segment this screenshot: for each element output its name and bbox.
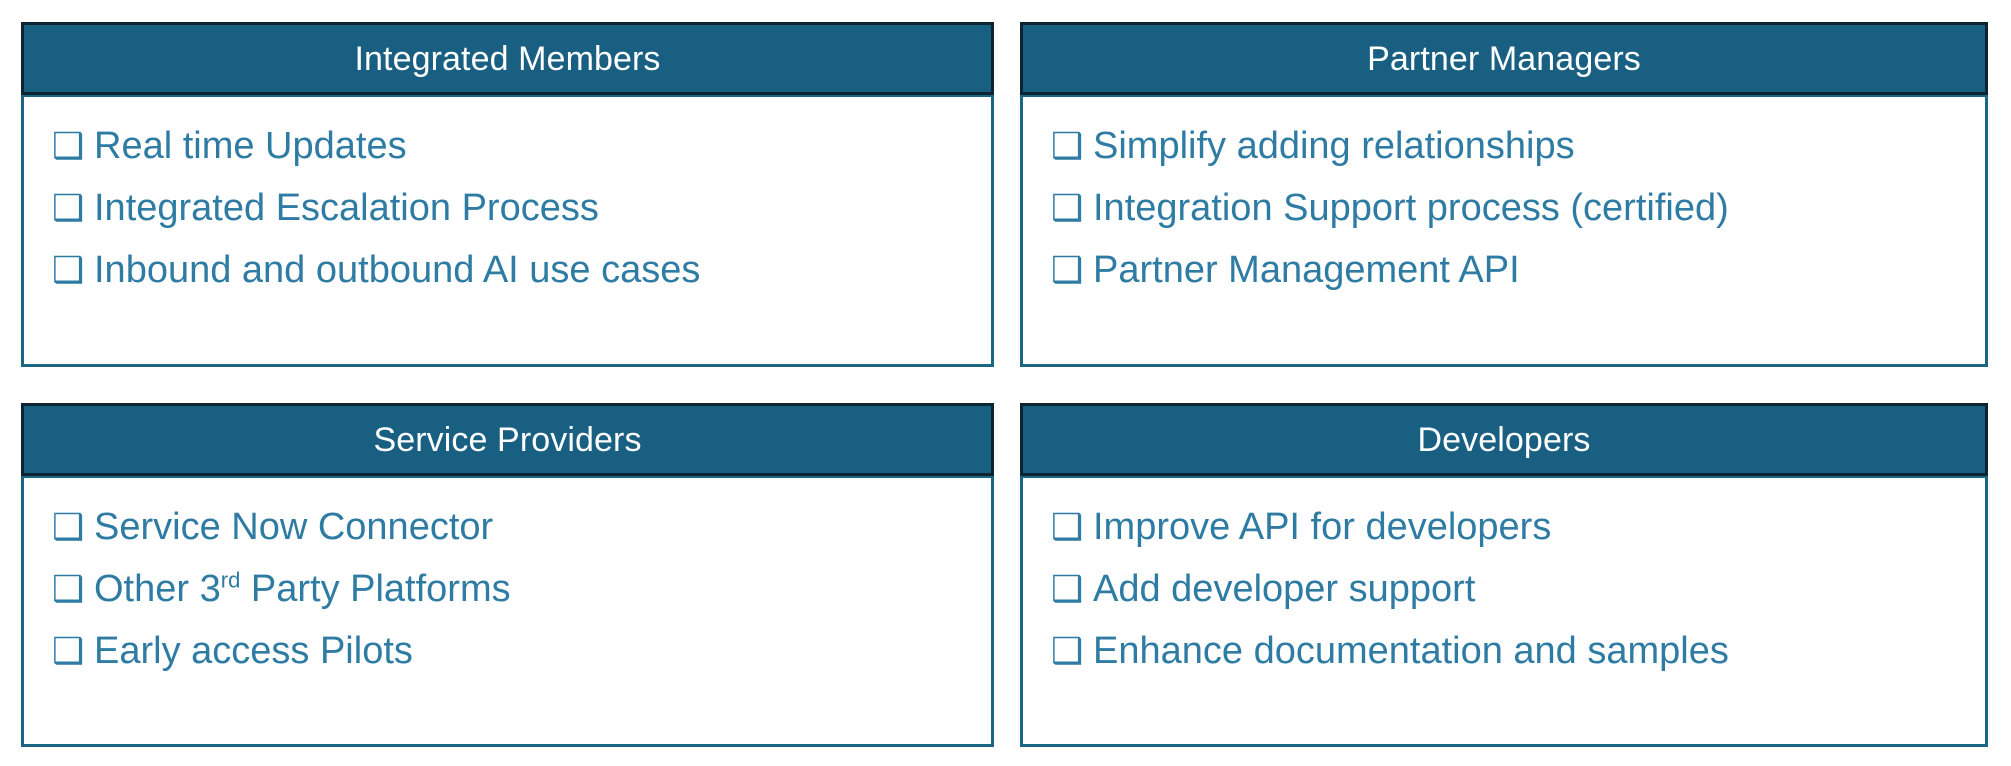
checklist-integrated-members: ❑ Real time Updates ❑ Integrated Escalat… (52, 115, 991, 301)
list-item-label: Integrated Escalation Process (94, 187, 599, 229)
ordinal-rest: Party Platforms (240, 568, 511, 610)
empty-checkbox-icon: ❑ (52, 187, 85, 228)
panel-header-developers: Developers (1020, 403, 1988, 476)
list-item-label: Enhance documentation and samples (1093, 630, 1729, 672)
checklist-partner-managers: ❑ Simplify adding relationships ❑ Integr… (1051, 115, 1985, 301)
empty-checkbox-icon: ❑ (1051, 630, 1084, 671)
list-item[interactable]: ❑ Integrated Escalation Process (52, 177, 991, 239)
panel-title: Developers (1417, 420, 1591, 459)
list-item-label: Early access Pilots (94, 630, 413, 672)
panel-title: Service Providers (373, 420, 642, 459)
panel-developers: Developers ❑ Improve API for developers … (1020, 403, 1988, 747)
checklist-service-providers: ❑ Service Now Connector ❑ Other 3rd Part… (52, 496, 991, 682)
panel-integrated-members: Integrated Members ❑ Real time Updates ❑… (21, 22, 994, 367)
list-item[interactable]: ❑ Improve API for developers (1051, 496, 1985, 558)
list-item-label-ordinal: Other 3rd Party Platforms (94, 558, 511, 620)
list-item-label: Simplify adding relationships (1093, 125, 1575, 167)
list-item[interactable]: ❑ Add developer support (1051, 558, 1985, 620)
panel-body-partner-managers: ❑ Simplify adding relationships ❑ Integr… (1020, 95, 1988, 367)
panel-body-service-providers: ❑ Service Now Connector ❑ Other 3rd Part… (21, 476, 994, 747)
list-item-label: Service Now Connector (94, 506, 494, 548)
empty-checkbox-icon: ❑ (52, 568, 85, 609)
panel-partner-managers: Partner Managers ❑ Simplify adding relat… (1020, 22, 1988, 367)
panel-body-integrated-members: ❑ Real time Updates ❑ Integrated Escalat… (21, 95, 994, 367)
list-item-label: Integration Support process (certified) (1093, 187, 1729, 229)
empty-checkbox-icon: ❑ (1051, 506, 1084, 547)
list-item[interactable]: ❑ Partner Management API (1051, 239, 1985, 301)
ordinal-prefix: Other 3 (94, 568, 221, 610)
list-item[interactable]: ❑ Early access Pilots (52, 620, 991, 682)
panel-title: Partner Managers (1367, 39, 1641, 78)
panel-header-integrated-members: Integrated Members (21, 22, 994, 95)
list-item-label: Real time Updates (94, 125, 407, 167)
empty-checkbox-icon: ❑ (1051, 249, 1084, 290)
checklist-developers: ❑ Improve API for developers ❑ Add devel… (1051, 496, 1985, 682)
list-item[interactable]: ❑ Inbound and outbound AI use cases (52, 239, 991, 301)
panel-header-partner-managers: Partner Managers (1020, 22, 1988, 95)
list-item-label: Inbound and outbound AI use cases (94, 249, 701, 291)
panel-body-developers: ❑ Improve API for developers ❑ Add devel… (1020, 476, 1988, 747)
panel-header-service-providers: Service Providers (21, 403, 994, 476)
ordinal-suffix: rd (220, 567, 241, 593)
list-item[interactable]: ❑ Integration Support process (certified… (1051, 177, 1985, 239)
list-item[interactable]: ❑ Service Now Connector (52, 496, 991, 558)
list-item[interactable]: ❑ Real time Updates (52, 115, 991, 177)
empty-checkbox-icon: ❑ (1051, 187, 1084, 228)
list-item[interactable]: ❑ Other 3rd Party Platforms (52, 558, 991, 620)
list-item-label: Partner Management API (1093, 249, 1520, 291)
empty-checkbox-icon: ❑ (1051, 568, 1084, 609)
empty-checkbox-icon: ❑ (52, 249, 85, 290)
list-item[interactable]: ❑ Enhance documentation and samples (1051, 620, 1985, 682)
empty-checkbox-icon: ❑ (52, 630, 85, 671)
empty-checkbox-icon: ❑ (52, 506, 85, 547)
list-item[interactable]: ❑ Simplify adding relationships (1051, 115, 1985, 177)
panel-title: Integrated Members (354, 39, 661, 78)
panel-service-providers: Service Providers ❑ Service Now Connecto… (21, 403, 994, 747)
empty-checkbox-icon: ❑ (1051, 125, 1084, 166)
list-item-label: Add developer support (1093, 568, 1476, 610)
empty-checkbox-icon: ❑ (52, 125, 85, 166)
list-item-label: Improve API for developers (1093, 506, 1552, 548)
